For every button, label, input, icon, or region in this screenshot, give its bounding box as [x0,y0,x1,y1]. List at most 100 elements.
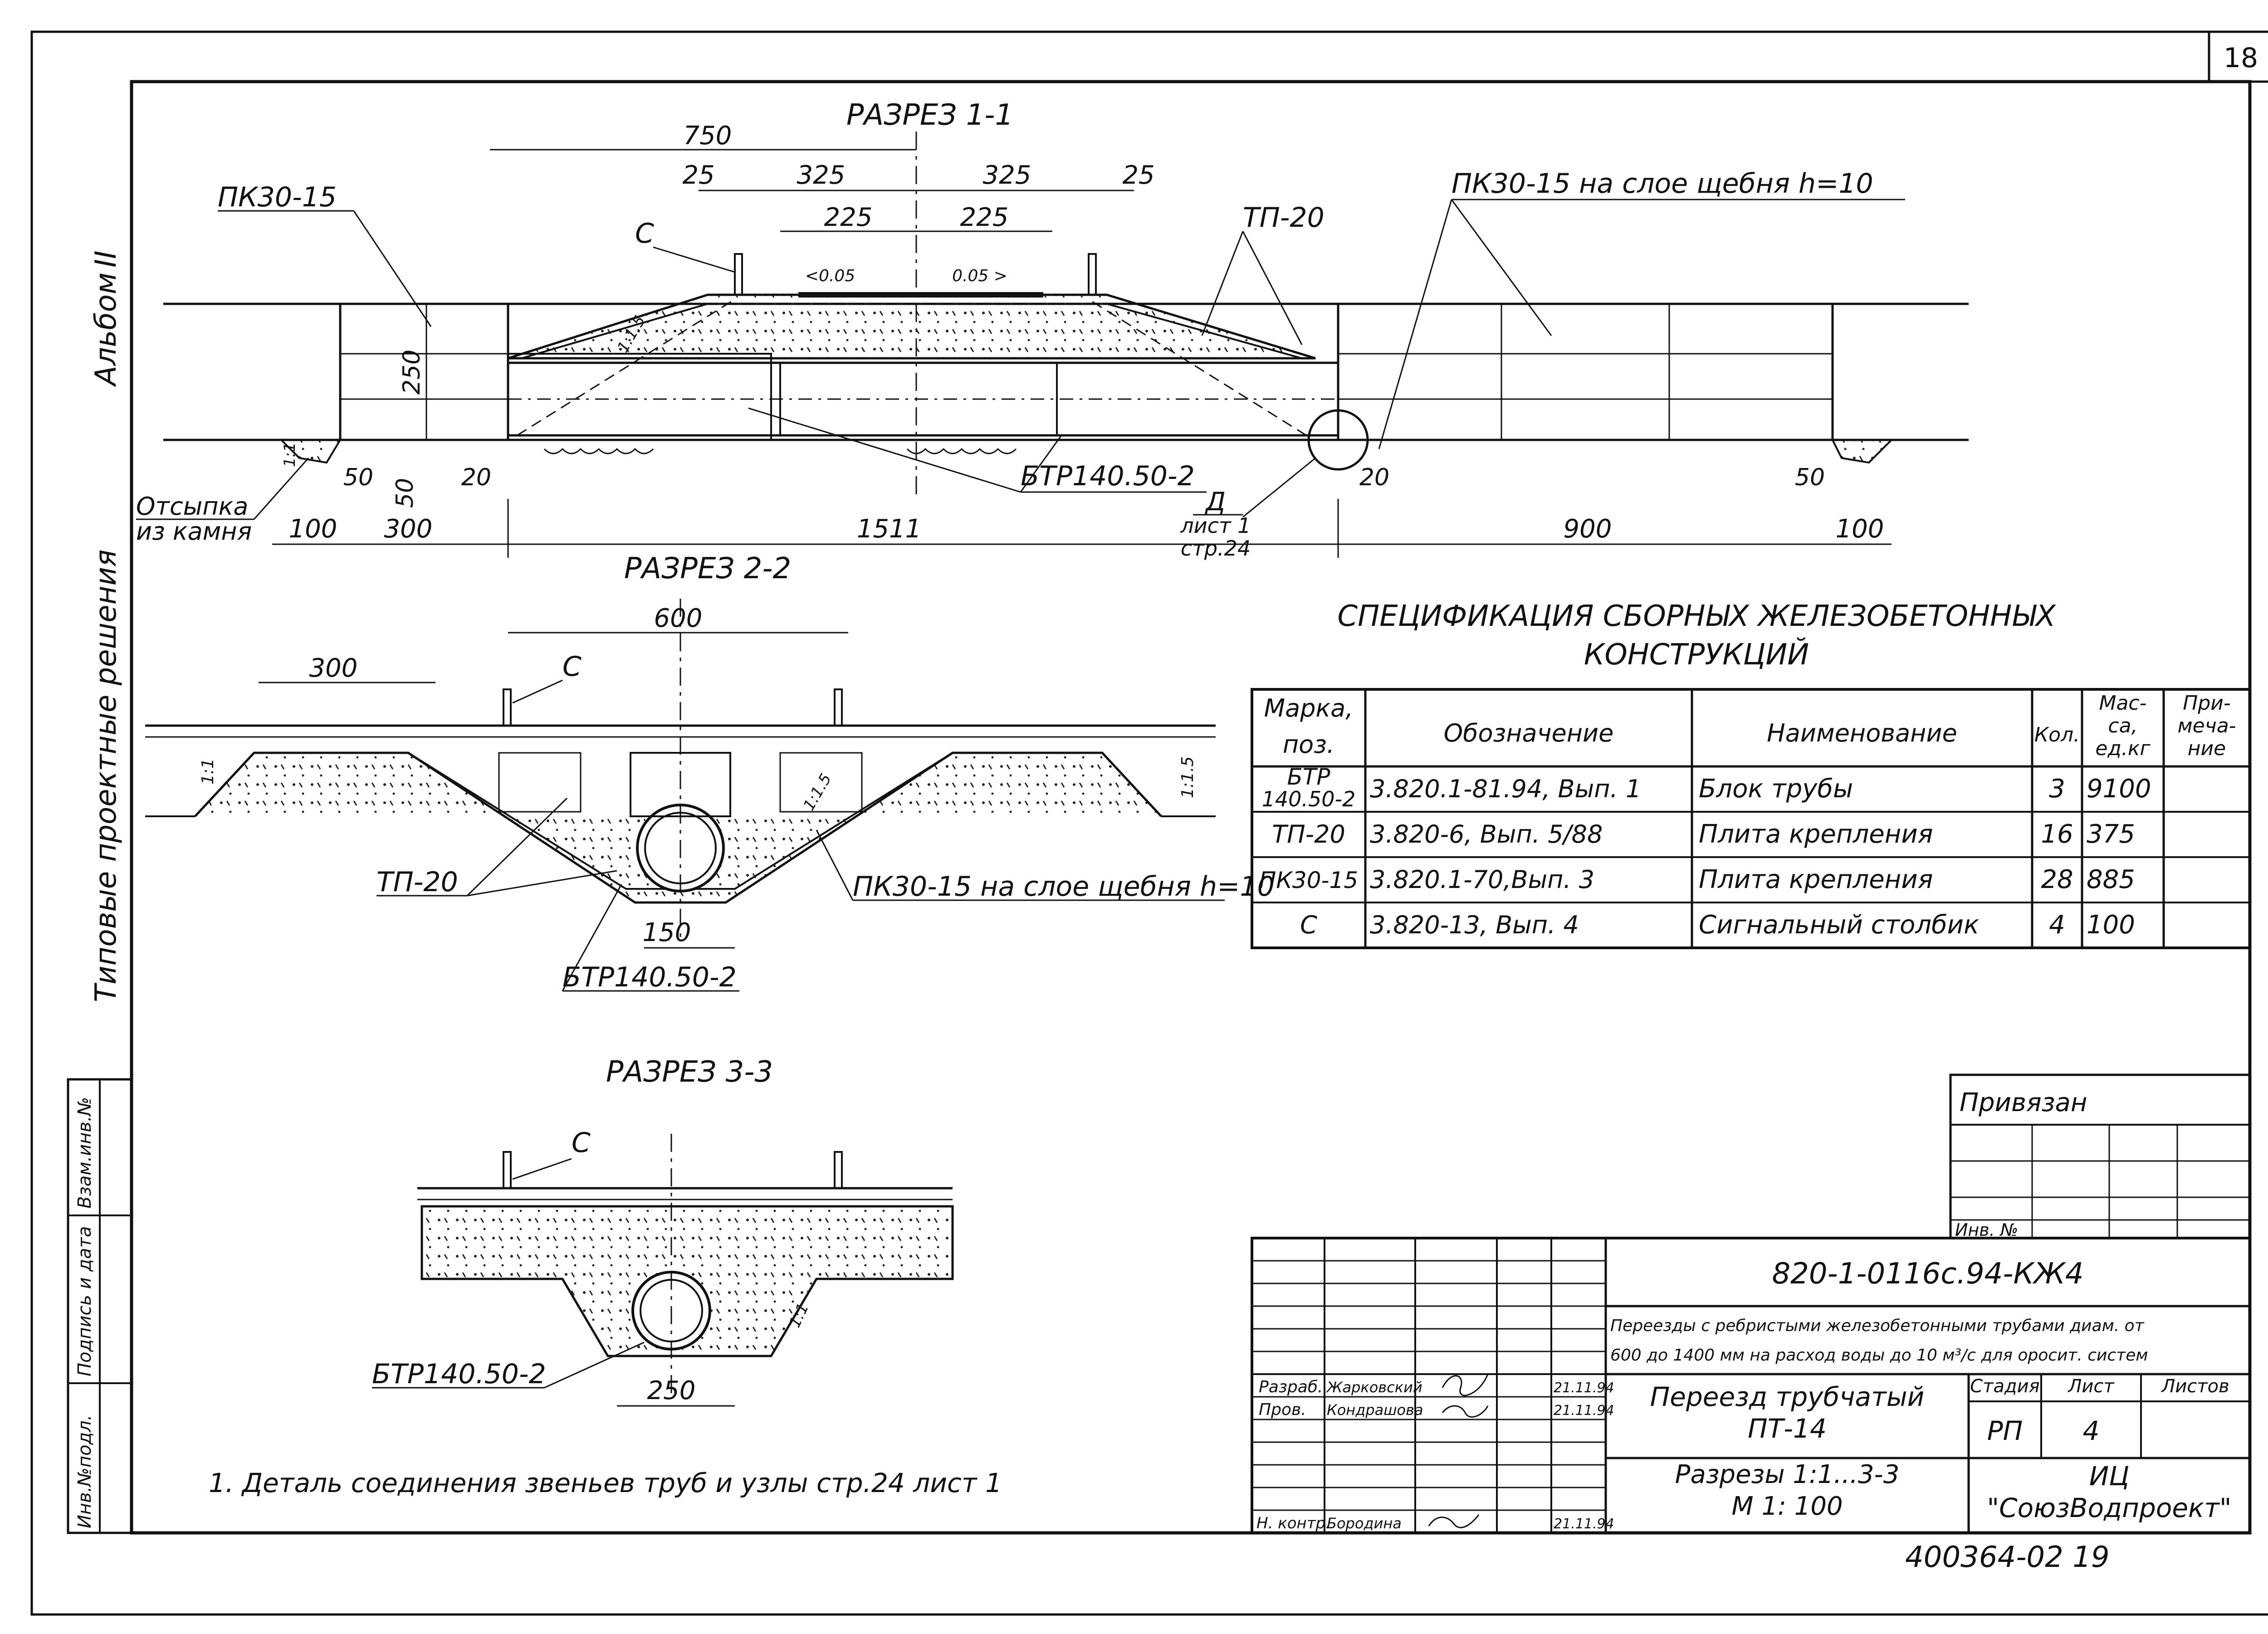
date-0: 21.11.94 [1554,1380,1614,1396]
hdr-note-3: ние [2188,737,2226,760]
album-number: II [89,250,123,268]
hdr-note-1: При- [2183,692,2231,715]
stamp-replace: Взам.инв.№ [74,1097,95,1209]
row1-designation: 3.820.1-81.94, Вып. 1 [1370,775,1641,803]
spec-title-2: КОНСТРУКЦИЙ [1584,637,1809,672]
name-1: Кондрашова [1327,1401,1423,1419]
dim-325-right: 325 [983,161,1031,190]
privyazan-block: Привязан Инв. № [1949,1073,2251,1240]
detail-ref-1: лист 1 [1180,513,1251,538]
row1-qty: 3 [2049,774,2065,804]
project-line-1: Переезды с ребристыми железобетонными тр… [1610,1317,2145,1335]
row3-qty: 28 [2041,865,2073,894]
section-2-2: РАЗРЕЗ 2-2 600 300 С ТП-20 ПК30-15 на сл… [145,552,1275,993]
signature-2 [1428,1514,1480,1528]
sheet-label: Лист [2067,1376,2115,1397]
dim-100-right: 100 [1836,514,1884,544]
row3-designation: 3.820.1-70,Вып. 3 [1370,865,1594,894]
row1-mark-1: БТР [1287,764,1331,790]
hdr-mark-1: Марка, [1264,694,1354,722]
object-line-2: ПТ-14 [1748,1413,1827,1444]
role-2: Н. контр. [1256,1514,1330,1532]
hdr-note-2: меча- [2177,714,2236,737]
project-line-2: 600 до 1400 мм на расход воды до 10 м³/с… [1610,1346,2148,1365]
role-1: Пров. [1259,1400,1306,1419]
org-line-1: ИЦ [2089,1461,2129,1492]
slope-1-1-5-sec2: 1:1.5 [800,771,835,814]
dim-325-left: 325 [797,161,846,190]
label-c-3: С [572,1127,591,1159]
dim-50-a: 50 [343,464,373,491]
label-pk-left: ПК30-15 [218,181,337,213]
dim-150: 150 [643,918,691,947]
section-3-title: РАЗРЕЗ 3-3 [606,1055,773,1089]
stage-label: Стадия [1970,1376,2039,1397]
label-btr-1: БТР140.50-2 [1021,460,1195,492]
label-c-1: С [635,218,654,249]
dim-25-left: 25 [682,161,714,190]
dim-225-right: 225 [960,203,1009,232]
hdr-mass-1: Мас- [2099,692,2147,715]
label-tp-20: ТП-20 [1243,202,1325,234]
hdr-mark-2: поз. [1283,730,1334,759]
page-number: 18 [2224,42,2258,74]
sheet-title-1: Разрезы 1:1...3-3 [1675,1460,1900,1489]
dim-300: 300 [384,514,433,544]
dim-20-b: 20 [1359,464,1389,491]
row2-mass: 375 [2087,819,2135,849]
date-1: 21.11.94 [1554,1403,1614,1419]
row4-mass: 100 [2087,910,2135,940]
label-pk-right: ПК30-15 на слое щебня h=10 [1452,168,1873,200]
title-block: Разраб. Жарковский 21.11.94 Пров. Кондра… [1251,1237,2251,1534]
hdr-name: Наименование [1767,719,1957,747]
row4-qty: 4 [2049,910,2065,940]
label-pk-sec2: ПК30-15 на слое щебня h=10 [853,871,1275,902]
slope-1-1-5b-sec2: 1:1.5 [1178,756,1197,798]
row2-name: Плита крепления [1699,819,1933,849]
hdr-mass-2: са, [2108,714,2137,737]
page-number-box [2208,30,2268,83]
dim-900: 900 [1564,514,1612,544]
dim-225-left: 225 [824,203,873,232]
dim-300-sec2: 300 [309,654,358,683]
privyazan-label: Привязан [1960,1088,2087,1117]
spec-table: СПЕЦИФИКАЦИЯ СБОРНЫХ ЖЕЛЕЗОБЕТОННЫХ КОНС… [1251,600,2251,949]
note-text: 1. Деталь соединения звеньев труб и узлы… [209,1468,1002,1498]
dim-50-b: 50 [391,478,419,508]
dim-750: 750 [684,121,732,151]
stamp-sign-date: Подпись и дата [74,1226,95,1376]
signature-0 [1442,1374,1489,1396]
detail-mark: Д [1204,487,1226,517]
row2-designation: 3.820-6, Вып. 5/88 [1370,820,1603,849]
doc-code: 820-1-0116с.94-КЖ4 [1772,1257,2083,1291]
name-2: Бородина [1327,1515,1402,1532]
name-0: Жарковский [1326,1379,1422,1396]
label-fill-1: Отсыпка [136,492,248,521]
hdr-designation: Обозначение [1444,719,1614,747]
section-2-title: РАЗРЕЗ 2-2 [624,552,791,585]
section-1-1: РАЗРЕЗ 1-1 [136,98,1969,561]
row2-mark: ТП-20 [1272,820,1345,849]
slope-left: <0.05 [805,267,855,285]
slope-1-1-sec1: 1:1 [281,442,299,467]
detail-ref-2: стр.24 [1181,536,1251,561]
album-label: Альбом [89,273,123,387]
section-3-3: РАЗРЕЗ 3-3 С БТР140.50-2 250 1:1 [372,1055,954,1407]
row2-qty: 16 [2041,819,2073,849]
sheet-value: 4 [2083,1415,2100,1446]
archive-number: 400364-02 19 [1905,1541,2110,1574]
row1-mark-2: 140.50-2 [1262,787,1356,811]
dim-250-height: 250 [398,350,425,395]
outer-border [30,30,2268,1616]
stage-value: РП [1987,1415,2023,1446]
date-2: 21.11.94 [1554,1516,1614,1532]
dim-50-c: 50 [1795,464,1825,491]
slope-1-1-sec2: 1:1 [199,758,217,785]
role-0: Разраб. [1259,1378,1323,1396]
spec-title-1: СПЕЦИФИКАЦИЯ СБОРНЫХ ЖЕЛЕЗОБЕТОННЫХ [1337,600,2056,633]
signature-1 [1442,1405,1489,1418]
dim-20-a: 20 [461,464,491,491]
row4-mark: С [1300,911,1317,939]
dim-250-sec3: 250 [647,1376,696,1405]
